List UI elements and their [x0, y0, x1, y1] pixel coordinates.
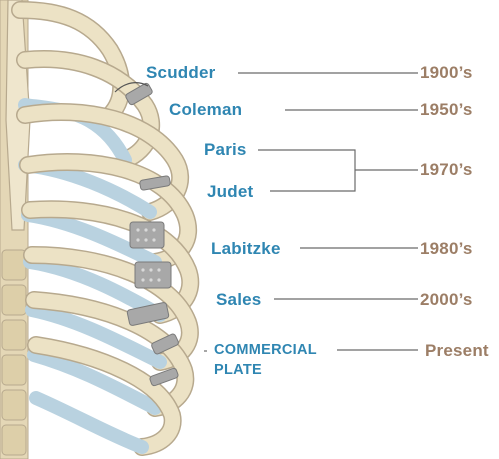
era-1950s: 1950’s: [420, 101, 473, 118]
label-plate: PLATE: [214, 363, 262, 378]
label-judet: Judet: [207, 183, 253, 200]
label-commercial: COMMERCIAL: [214, 343, 317, 358]
label-coleman: Coleman: [169, 101, 242, 118]
era-2000s: 2000’s: [420, 291, 473, 308]
era-present: Present: [425, 342, 489, 359]
label-sales: Sales: [216, 291, 261, 308]
era-1980s: 1980’s: [420, 240, 473, 257]
era-1900s: 1900’s: [420, 64, 473, 81]
label-labitzke: Labitzke: [211, 240, 281, 257]
label-paris: Paris: [204, 141, 247, 158]
era-1970s: 1970’s: [420, 161, 473, 178]
label-scudder: Scudder: [146, 64, 215, 81]
